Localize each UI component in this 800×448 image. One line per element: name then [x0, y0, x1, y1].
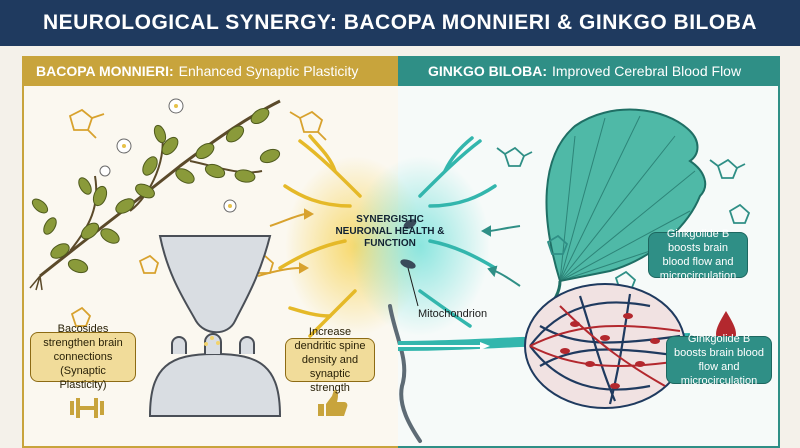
- synergy-label: SYNERGISTIC NEURONAL HEALTH & FUNCTION: [335, 214, 445, 249]
- ginkgo-heading-bold: GINKGO BILOBA:: [428, 63, 547, 79]
- dumbbell-icon: [70, 398, 104, 418]
- ginkgo-callout-bottom: Ginkgolide B boosts brain blood flow and…: [666, 333, 772, 387]
- illustration: [29, 98, 751, 443]
- bacopa-callout-dendritic: Increase dendritic spine density and syn…: [285, 326, 375, 394]
- diagram-stage: BACOPA MONNIERI: Enhanced Synaptic Plast…: [0, 46, 800, 448]
- neuron-icon: [278, 134, 497, 443]
- page-title: NEUROLOGICAL SYNERGY: BACOPA MONNIERI & …: [0, 0, 800, 46]
- ginkgo-callout-top: Ginkgolide B boosts brain blood flow and…: [648, 228, 748, 282]
- bacopa-callout-bacosides: Bacosides strengthen brain connections (…: [30, 323, 136, 391]
- bacopa-plant-icon: [29, 98, 281, 291]
- bacopa-heading-text: Enhanced Synaptic Plasticity: [178, 63, 359, 79]
- blood-drop-icon: [716, 311, 736, 344]
- thumbs-up-icon: [318, 390, 348, 416]
- bacopa-heading-bold: BACOPA MONNIERI:: [36, 63, 174, 79]
- ginkgo-heading-text: Improved Cerebral Blood Flow: [552, 63, 742, 79]
- synapse-icon: [148, 235, 282, 417]
- bacopa-heading: BACOPA MONNIERI: Enhanced Synaptic Plast…: [22, 56, 400, 86]
- ginkgo-heading: GINKGO BILOBA: Improved Cerebral Blood F…: [398, 56, 780, 86]
- mitochondrion-icon: [400, 219, 419, 307]
- mitochondrion-label: Mitochondrion: [418, 308, 488, 320]
